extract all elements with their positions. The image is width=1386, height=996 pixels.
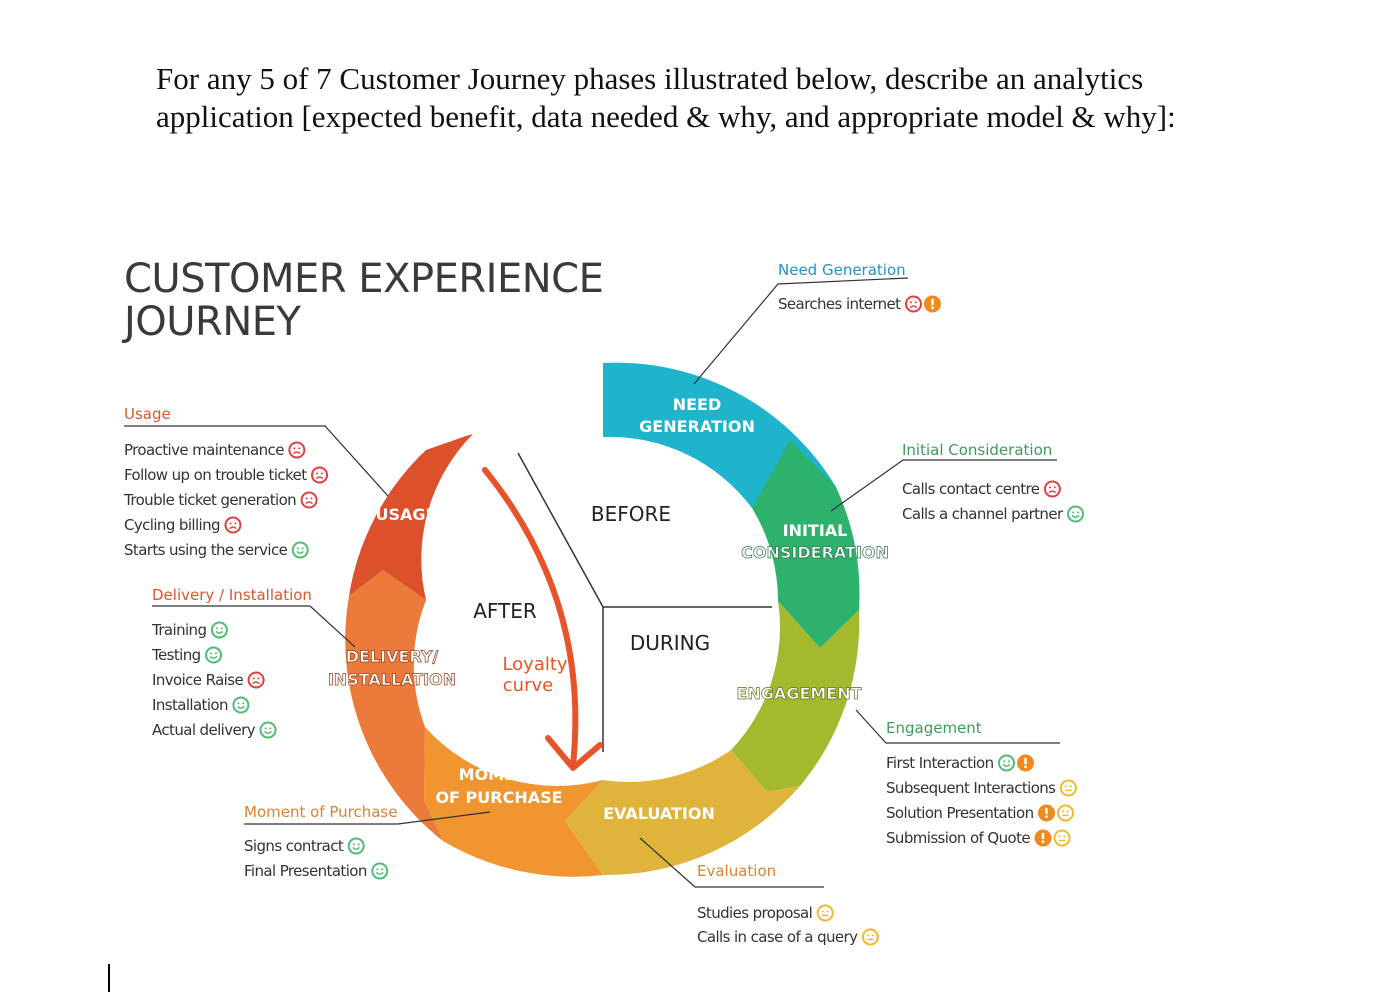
annotation-item: Subsequent Interactions <box>886 779 1056 797</box>
annotation-heading-need-generation: Need Generation <box>778 261 906 279</box>
annotation-item: Invoice Raise <box>152 671 243 689</box>
segment-labels: NEED GENERATION INITIAL CONSIDERATION EN… <box>327 395 889 823</box>
phase-label-during: DURING <box>630 631 710 655</box>
sad-face-icon <box>288 441 306 459</box>
segment-moment-of-purchase <box>424 727 603 877</box>
sad-face-icon <box>1043 480 1061 498</box>
annotation-item: Calls contact centre <box>902 480 1040 498</box>
annotation-item: Calls in case of a query <box>697 928 858 946</box>
neutral-face-icon <box>1053 829 1071 847</box>
segment-initial-consideration <box>752 440 860 648</box>
segment-label-evaluation: EVALUATION <box>603 804 715 823</box>
annotation-item: Final Presentation <box>244 862 367 880</box>
sad-face-icon <box>311 466 329 484</box>
annotation-item: Submission of Quote <box>886 829 1030 847</box>
diagram-title-line-1: CUSTOMER EXPERIENCE <box>124 256 603 302</box>
question-line-2: application [expected benefit, data need… <box>156 99 1176 134</box>
annotation-item: Solution Presentation <box>886 804 1034 822</box>
annotation-item: Searches internet <box>778 295 901 313</box>
loyalty-label-2: curve <box>503 675 553 696</box>
alert-face-icon <box>1017 754 1035 772</box>
annotation-item: First Interaction <box>886 754 994 772</box>
loyalty-curve-arrowhead <box>545 735 603 771</box>
segment-engagement <box>731 601 860 792</box>
annotation-heading-delivery-installation: Delivery / Installation <box>152 586 312 604</box>
segment-label-initial-1: INITIAL <box>783 521 848 540</box>
segment-label-usage: USAGE <box>376 505 437 524</box>
phase-label-after: AFTER <box>473 599 537 623</box>
annotation-item: Cycling billing <box>124 516 220 534</box>
annotation-item: Starts using the service <box>124 541 288 559</box>
segment-label-need-2: GENERATION <box>639 417 755 436</box>
loyalty-curve-arrow <box>482 467 579 768</box>
annotation-delivery-installation: Delivery / InstallationTrainingTestingIn… <box>151 586 312 739</box>
alert-face-icon <box>923 295 941 313</box>
segment-label-need-1: NEED <box>673 395 722 414</box>
text-cursor <box>108 964 110 992</box>
annotation-item: Trouble ticket generation <box>123 491 296 509</box>
alert-face-icon <box>1037 804 1055 822</box>
happy-face-icon <box>998 754 1016 772</box>
leader-lines <box>124 277 1060 888</box>
annotation-item: Studies proposal <box>697 904 812 922</box>
sad-face-icon <box>904 295 922 313</box>
question-line-1: For any 5 of 7 Customer Journey phases i… <box>156 61 1144 96</box>
segment-delivery-installation <box>345 570 443 841</box>
happy-face-icon <box>291 541 309 559</box>
diagram-title-line-2: JOURNEY <box>121 299 302 345</box>
happy-face-icon <box>371 862 389 880</box>
annotation-item: Follow up on trouble ticket <box>124 466 307 484</box>
neutral-face-icon <box>816 904 834 922</box>
neutral-face-icon <box>1059 779 1077 797</box>
sad-face-icon <box>247 671 265 689</box>
annotation-item: Actual delivery <box>152 721 256 739</box>
annotation-item: Installation <box>152 696 228 714</box>
annotation-item: Calls a channel partner <box>902 505 1064 523</box>
question-text: For any 5 of 7 Customer Journey phases i… <box>156 60 1296 136</box>
sad-face-icon <box>224 516 242 534</box>
segment-label-initial-2: CONSIDERATION <box>741 543 889 562</box>
segment-evaluation <box>565 750 800 876</box>
segment-label-engagement: ENGAGEMENT <box>736 684 861 703</box>
annotation-heading-evaluation: Evaluation <box>697 862 776 880</box>
annotation-heading-usage: Usage <box>124 405 171 423</box>
neutral-face-icon <box>861 928 879 946</box>
segment-label-delivery-2: INSTALLATION <box>328 670 456 689</box>
annotation-heading-initial-consideration: Initial Consideration <box>902 441 1052 459</box>
annotation-heading-moment-of-purchase: Moment of Purchase <box>244 803 397 821</box>
annotation-item: Proactive maintenance <box>124 441 284 459</box>
segment-label-moment-1: MOMENT <box>459 765 540 784</box>
neutral-face-icon <box>1056 804 1074 822</box>
happy-face-icon <box>347 837 365 855</box>
happy-face-icon <box>210 621 228 639</box>
phase-dividers <box>517 452 772 752</box>
happy-face-icon <box>232 696 250 714</box>
phase-label-before: BEFORE <box>591 502 671 526</box>
annotation-item: Testing <box>151 646 201 664</box>
happy-face-icon <box>1067 505 1085 523</box>
happy-face-icon <box>259 721 277 739</box>
sad-face-icon <box>300 491 318 509</box>
loyalty-label-1: Loyalty <box>502 654 567 675</box>
happy-face-icon <box>205 646 223 664</box>
segment-usage <box>349 434 473 600</box>
annotation-item: Signs contract <box>244 837 344 855</box>
segment-label-delivery-1: DELIVERY/ <box>346 647 439 666</box>
alert-face-icon <box>1034 829 1052 847</box>
journey-ring <box>345 362 860 877</box>
annotation-heading-engagement: Engagement <box>886 719 982 737</box>
annotation-item: Training <box>151 621 206 639</box>
segment-label-moment-2: OF PURCHASE <box>435 788 562 807</box>
